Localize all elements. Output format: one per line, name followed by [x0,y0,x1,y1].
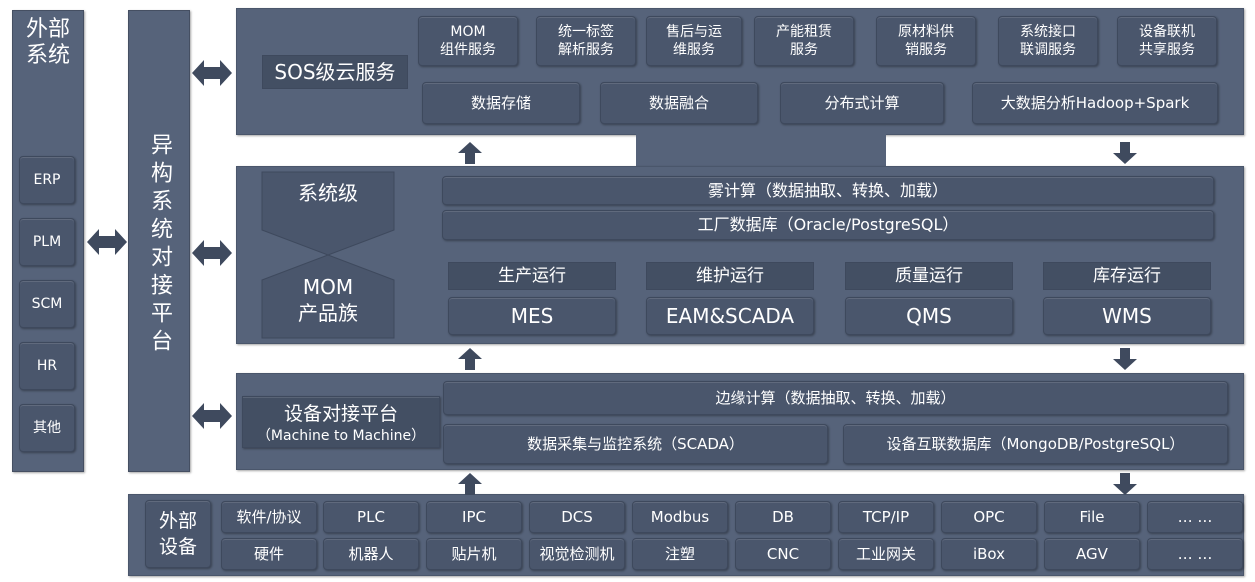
sos-bottom-box: 分布式计算 [780,82,944,124]
device-platform-title: 设备对接平台 [283,402,398,425]
operation-system-button[interactable]: QMS [845,297,1013,335]
device-hardware-item: 注塑 [632,538,728,570]
edge-computing-bar: 边缘计算（数据抽取、转换、加载） [443,381,1228,415]
operation-label: 质量运行 [845,262,1013,290]
external-devices-title-box [145,500,211,568]
device-hardware-item: 工业网关 [838,538,934,570]
device-database-box: 设备互联数据库（MongoDB/PostgreSQL） [843,424,1228,464]
device-protocol-item: DCS [529,501,625,533]
system-level-label: 系统级 [298,180,358,205]
up-arrow-icon [458,348,482,370]
device-protocol-item: DB [735,501,831,533]
external-system-item: ERP [19,156,75,204]
heterogeneous-platform-title: 异构系统对接平台 [147,133,172,357]
device-hardware-item: … … [1147,538,1243,570]
device-hardware-item: 贴片机 [426,538,522,570]
sos-service-box: 原材料供 销服务 [876,16,976,66]
down-arrow-icon [1113,348,1137,370]
device-platform-subtitle: （Machine to Machine） [256,428,426,444]
device-hardware-item: 硬件 [221,538,317,570]
operation-system-button[interactable]: EAM&SCADA [646,297,814,335]
sos-bottom-box: 数据融合 [600,82,758,124]
heterogeneous-platform-column [128,10,190,472]
device-hardware-item: AGV [1044,538,1140,570]
device-protocol-item: PLC [323,501,419,533]
device-protocol-item: … … [1147,501,1243,533]
sos-cloud-title: SOS级云服务 [262,55,408,89]
system-level-hourglass [261,171,395,339]
operation-label: 生产运行 [448,262,616,290]
device-hardware-item: 视觉检测机 [529,538,625,570]
device-protocol-item: 软件/协议 [221,501,317,533]
mom-product-family-label: MOM 产品族 [298,275,358,325]
sos-service-box: 产能租赁 服务 [754,16,854,66]
device-hardware-item: 机器人 [323,538,419,570]
device-hardware-item: CNC [735,538,831,570]
sos-service-box: 售后与运 维服务 [646,16,742,66]
device-protocol-item: File [1044,501,1140,533]
external-system-item: 其他 [19,404,75,452]
device-hardware-item: iBox [941,538,1037,570]
up-arrow-icon [458,142,482,164]
operation-system-button[interactable]: WMS [1043,297,1211,335]
double-arrow-icon [192,60,232,86]
factory-database-bar: 工厂数据库（Oracle/PostgreSQL） [442,210,1214,240]
device-protocol-item: TCP/IP [838,501,934,533]
fog-computing-bar: 雾计算（数据抽取、转换、加载） [442,176,1214,205]
up-arrow-icon [458,473,482,495]
device-protocol-item: IPC [426,501,522,533]
double-arrow-icon [87,229,127,255]
device-platform-title-box [242,396,440,448]
external-systems-title: 外部 系统 [25,17,70,68]
device-protocol-item: Modbus [632,501,728,533]
sos-connector-band [636,134,886,168]
external-system-item: HR [19,342,75,390]
sos-service-box: 系统接口 联调服务 [998,16,1098,66]
sos-service-box: 统一标签 解析服务 [536,16,636,66]
external-system-item: SCM [19,280,75,328]
scada-box: 数据采集与监控系统（SCADA） [443,424,828,464]
double-arrow-icon [192,240,232,266]
down-arrow-icon [1113,473,1137,495]
operation-system-button[interactable]: MES [448,297,616,335]
sos-bottom-box: 数据存储 [422,82,580,124]
sos-service-box: MOM 组件服务 [418,16,518,66]
external-system-item: PLM [19,218,75,266]
operation-label: 维护运行 [646,262,814,290]
sos-bottom-box: 大数据分析Hadoop+Spark [972,82,1218,124]
sos-service-box: 设备联机 共享服务 [1117,16,1217,66]
external-devices-title: 外部 设备 [158,510,197,558]
double-arrow-icon [192,403,232,429]
device-protocol-item: OPC [941,501,1037,533]
operation-label: 库存运行 [1043,262,1211,290]
down-arrow-icon [1113,142,1137,164]
